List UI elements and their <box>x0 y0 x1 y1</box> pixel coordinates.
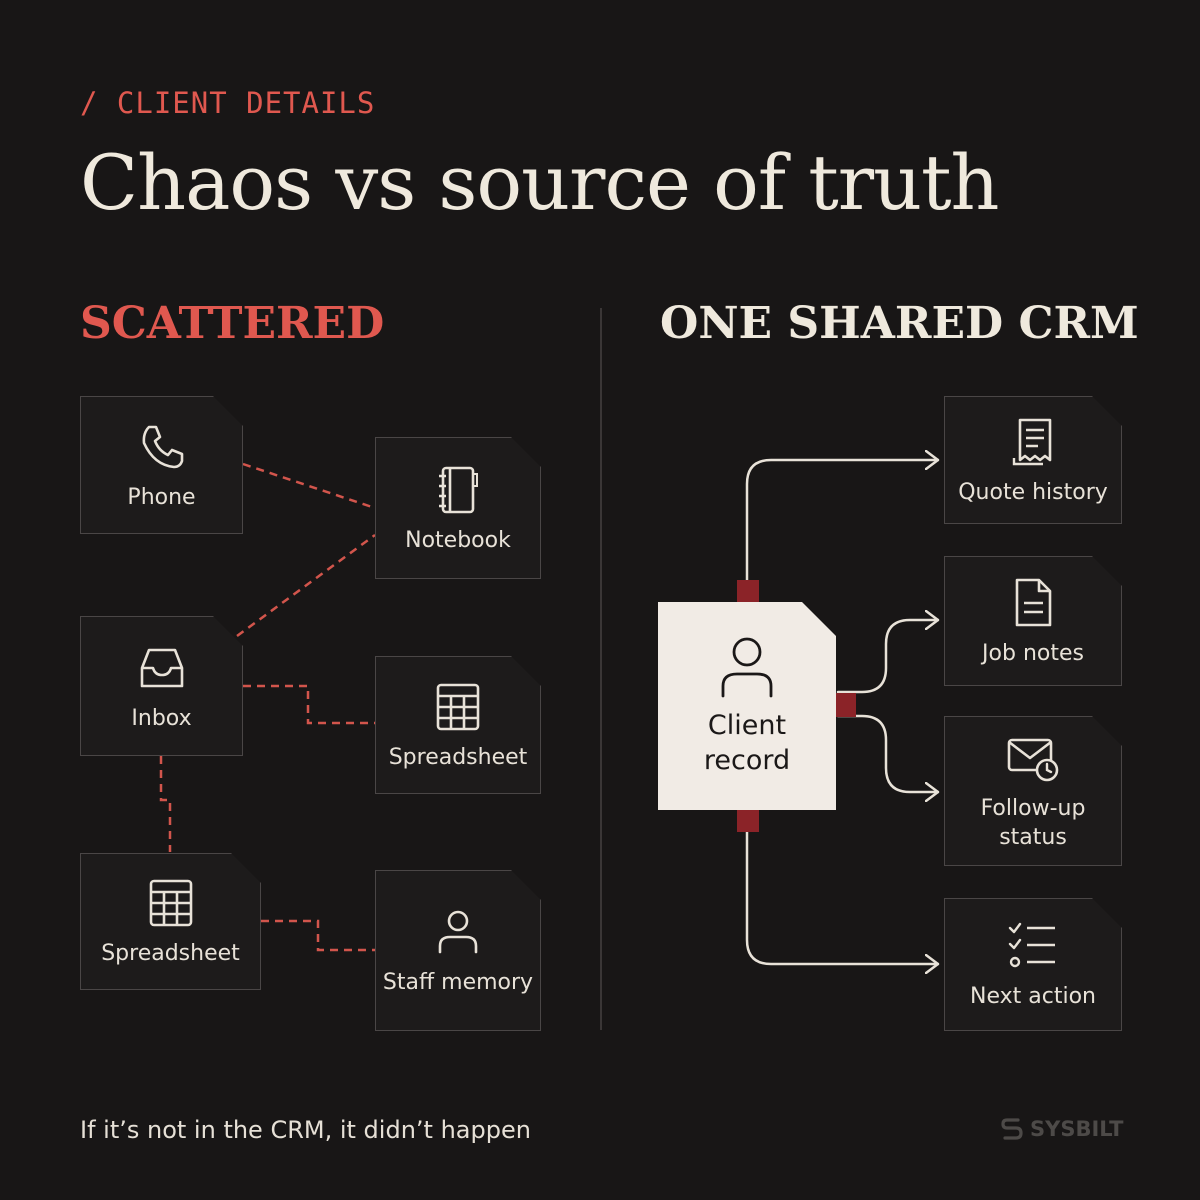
card-quote-history: Quote history <box>944 396 1122 524</box>
receipt-icon <box>1005 414 1061 470</box>
link-client-job <box>836 620 940 694</box>
card-label: Phone <box>127 484 196 510</box>
inbox-icon <box>134 640 190 696</box>
scattered-heading: SCATTERED <box>80 298 385 349</box>
connector-right <box>836 693 856 717</box>
card-spreadsheet: Spreadsheet <box>375 656 541 794</box>
card-label: Notebook <box>405 527 511 553</box>
shared-crm-heading: ONE SHARED CRM <box>660 298 1139 349</box>
eyebrow-label: / CLIENT DETAILS <box>80 86 376 120</box>
card-label: Staff memory <box>382 970 534 995</box>
card-label: Spreadsheet <box>101 941 240 966</box>
card-inbox: Inbox <box>80 616 243 756</box>
spreadsheet-icon <box>143 875 199 931</box>
link-inbox-spreadsheet <box>243 684 375 725</box>
card-spreadsheet-2: Spreadsheet <box>80 853 261 990</box>
link-spreadsheet-staff <box>261 919 375 952</box>
phone-icon <box>134 419 190 475</box>
brand-logo: SYSBILT <box>1000 1116 1124 1142</box>
card-label: Spreadsheet <box>388 744 528 770</box>
card-label: Inbox <box>131 705 192 731</box>
link-client-followup <box>836 714 940 792</box>
checklist-icon <box>1005 918 1061 974</box>
link-client-quote <box>745 460 940 602</box>
person-icon <box>430 904 486 960</box>
footer-tagline: If it’s not in the CRM, it didn’t happen <box>80 1116 531 1144</box>
card-label: Follow-up status <box>980 796 1086 850</box>
card-label: Job notes <box>982 640 1084 666</box>
card-notebook: Notebook <box>375 437 541 579</box>
client-record-label: Client record <box>703 710 791 776</box>
card-job-notes: Job notes <box>944 556 1122 686</box>
mail-clock-icon <box>1005 730 1061 786</box>
person-icon <box>717 634 777 698</box>
card-phone: Phone <box>80 396 243 534</box>
document-icon <box>1005 575 1061 631</box>
card-next-action: Next action <box>944 898 1122 1031</box>
connector-bottom <box>737 810 759 832</box>
brand-mark-icon <box>1001 1118 1023 1140</box>
page-title: Chaos vs source of truth <box>80 138 1000 227</box>
card-staff-memory: Staff memory <box>375 870 541 1031</box>
link-inbox-spreadsheet-lower <box>159 756 172 852</box>
client-record-card: Client record <box>658 602 836 810</box>
link-client-next <box>745 810 940 964</box>
card-follow-up-status: Follow-up status <box>944 716 1122 866</box>
spreadsheet-icon <box>430 679 486 735</box>
brand-name: SYSBILT <box>1030 1117 1124 1141</box>
link-phone-notebook <box>242 462 376 510</box>
connector-top <box>737 580 759 602</box>
card-label: Next action <box>970 984 1096 1009</box>
link-inbox-notebook <box>236 533 376 638</box>
card-label: Quote history <box>958 479 1108 505</box>
section-divider <box>600 308 602 1030</box>
notebook-icon <box>430 462 486 518</box>
